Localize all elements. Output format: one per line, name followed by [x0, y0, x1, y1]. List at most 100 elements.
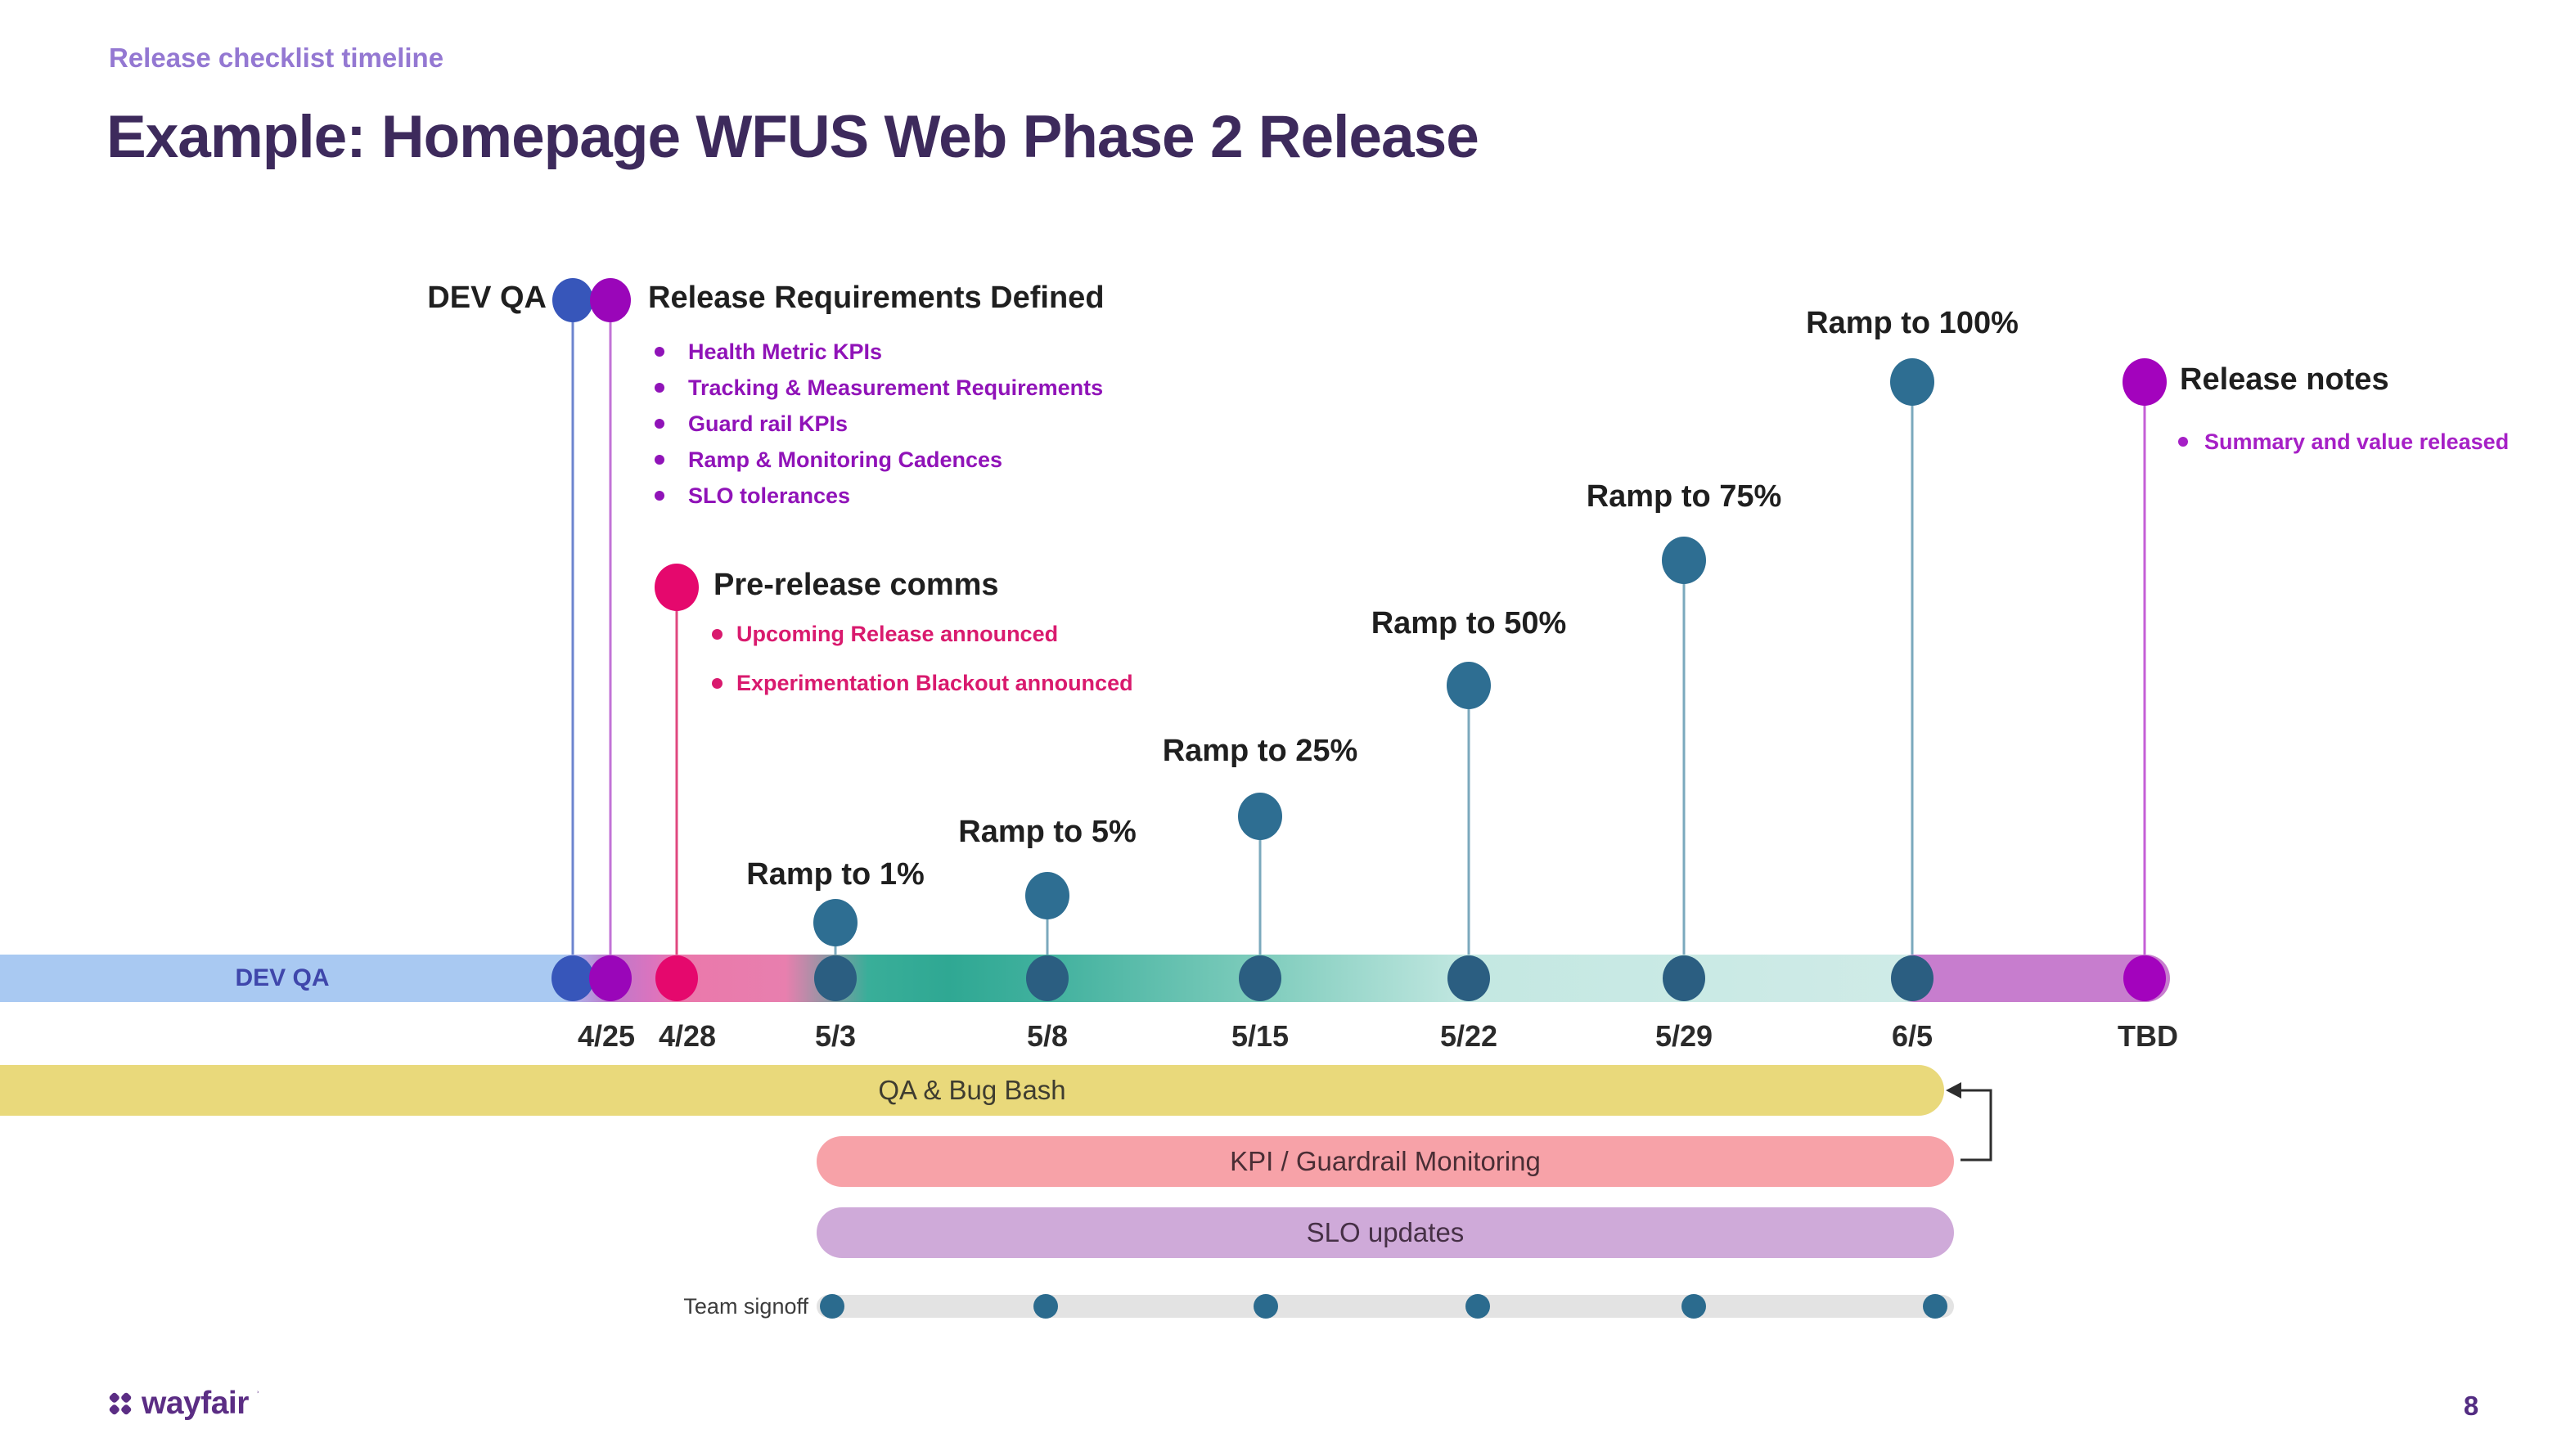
bar-dot-ramp-100 [1891, 955, 1934, 1001]
track-label: SLO updates [1306, 1217, 1465, 1247]
bullet-text: Tracking & Measurement Requirements [688, 375, 1104, 400]
bar-dot-release-requirements [589, 955, 632, 1001]
stem-ramp-75 [1682, 560, 1686, 978]
milestone-dot-ramp-50 [1447, 662, 1491, 709]
signoff-dot [820, 1294, 844, 1319]
list-item: SLO tolerances [655, 478, 1103, 514]
axis-date-4-25: 4/25 [577, 1019, 636, 1053]
bar-dot-ramp-1 [814, 955, 857, 1001]
eyebrow-label: Release checklist timeline [109, 43, 444, 73]
stem-ramp-100 [1911, 382, 1914, 978]
list-item: Experimentation Blackout announced [712, 658, 1133, 708]
stem-ramp-1 [834, 923, 837, 978]
bar-dot-pre-release-comms [655, 955, 698, 1001]
kpi-to-qa-connector-arrow-icon [1946, 1082, 1992, 1162]
list-item: Tracking & Measurement Requirements [655, 370, 1103, 406]
track-slo-updates: SLO updates [817, 1207, 1954, 1258]
bullet-dot-icon [655, 491, 664, 501]
bullet-dot-icon [655, 383, 664, 393]
axis-date-5-22: 5/22 [1439, 1019, 1498, 1053]
milestone-dot-release-requirements [590, 278, 631, 322]
list-item: Upcoming Release announced [712, 609, 1133, 658]
signoff-dot [1923, 1294, 1947, 1319]
ramp-label-75: Ramp to 75% [1586, 479, 1782, 514]
pre-release-comms-bullet-list: Upcoming Release announced Experimentati… [712, 609, 1133, 708]
milestone-title-dev-qa: DEV QA [427, 281, 547, 315]
milestone-dot-ramp-75 [1662, 537, 1706, 584]
brand-wordmark: wayfair [142, 1386, 249, 1421]
track-label: KPI / Guardrail Monitoring [1230, 1146, 1541, 1176]
milestone-dot-ramp-25 [1238, 793, 1282, 840]
stem-pre-release-comms [675, 587, 678, 978]
bullet-dot-icon [655, 455, 664, 465]
track-label: QA & Bug Bash [878, 1075, 1066, 1105]
axis-date-5-3: 5/3 [814, 1019, 857, 1053]
bar-dot-ramp-25 [1239, 955, 1281, 1001]
ramp-label-1: Ramp to 1% [746, 857, 925, 892]
ramp-label-50: Ramp to 50% [1371, 606, 1567, 640]
axis-date-5-29: 5/29 [1654, 1019, 1713, 1053]
signoff-dot [1681, 1294, 1706, 1319]
bullet-dot-icon [712, 677, 723, 689]
ramp-label-5: Ramp to 5% [958, 815, 1137, 849]
axis-date-4-28: 4/28 [658, 1019, 717, 1053]
axis-date-5-15: 5/15 [1231, 1019, 1290, 1053]
bar-dot-ramp-75 [1663, 955, 1705, 1001]
wayfair-pinwheel-icon [109, 1392, 132, 1414]
stem-ramp-5 [1046, 896, 1049, 978]
milestone-title-release-requirements: Release Requirements Defined [648, 281, 1105, 315]
list-item: Health Metric KPIs [655, 334, 1103, 370]
page-title: Example: Homepage WFUS Web Phase 2 Relea… [106, 104, 1479, 170]
bullet-text: Upcoming Release announced [736, 621, 1059, 646]
timeline-bar-devqa-label: DEV QA [235, 964, 330, 991]
page-number: 8 [2463, 1391, 2479, 1421]
bullet-text: SLO tolerances [688, 483, 851, 508]
milestone-title-pre-release-comms: Pre-release comms [714, 568, 999, 602]
bar-dot-dev-qa [551, 955, 594, 1001]
stem-release-notes [2143, 382, 2146, 978]
signoff-dot [1465, 1294, 1490, 1319]
milestone-dot-ramp-1 [813, 899, 858, 946]
milestone-dot-ramp-5 [1025, 872, 1069, 919]
milestone-dot-release-notes [2123, 358, 2167, 406]
release-requirements-bullet-list: Health Metric KPIs Tracking & Measuremen… [655, 334, 1103, 514]
stem-ramp-25 [1258, 816, 1262, 978]
bullet-dot-icon [655, 347, 664, 357]
track-kpi-guardrail-monitoring: KPI / Guardrail Monitoring [817, 1136, 1954, 1187]
list-item: Ramp & Monitoring Cadences [655, 442, 1103, 478]
list-item: Guard rail KPIs [655, 406, 1103, 442]
bullet-text: Health Metric KPIs [688, 339, 883, 364]
release-notes-bullet-list: Summary and value released [2178, 424, 2509, 460]
team-signoff-bar [817, 1295, 1954, 1318]
bar-dot-ramp-5 [1026, 955, 1069, 1001]
list-item: Summary and value released [2178, 424, 2509, 460]
bar-dot-tbd [2123, 955, 2166, 1001]
bullet-text: Guard rail KPIs [688, 411, 849, 436]
signoff-dot [1033, 1294, 1058, 1319]
stem-ramp-50 [1467, 685, 1470, 978]
bullet-dot-icon [712, 628, 723, 640]
axis-date-5-8: 5/8 [1026, 1019, 1069, 1053]
ramp-label-25: Ramp to 25% [1162, 734, 1358, 768]
milestone-dot-dev-qa [552, 278, 593, 322]
bullet-text: Experimentation Blackout announced [736, 670, 1133, 695]
axis-date-tbd: TBD [2118, 1019, 2178, 1053]
axis-date-6-5: 6/5 [1891, 1019, 1934, 1053]
milestone-dot-ramp-100 [1890, 358, 1934, 406]
milestone-dot-pre-release-comms [655, 564, 699, 611]
team-signoff-label: Team signoff [683, 1294, 808, 1319]
bullet-dot-icon [655, 419, 664, 429]
bullet-text: Summary and value released [2204, 429, 2510, 454]
signoff-dot [1254, 1294, 1278, 1319]
stem-release-requirements [609, 300, 612, 978]
bar-dot-ramp-50 [1447, 955, 1490, 1001]
track-qa-bug-bash: QA & Bug Bash [0, 1065, 1944, 1116]
ramp-label-100: Ramp to 100% [1806, 306, 2019, 340]
wayfair-logo: wayfair ʾ [106, 1387, 260, 1419]
milestone-title-release-notes: Release notes [2180, 362, 2389, 397]
brand-trademark-icon: ʾ [255, 1389, 260, 1402]
stem-dev-qa [571, 300, 574, 978]
timeline-bar: DEV QA [0, 955, 2170, 1002]
bullet-dot-icon [2178, 437, 2188, 447]
